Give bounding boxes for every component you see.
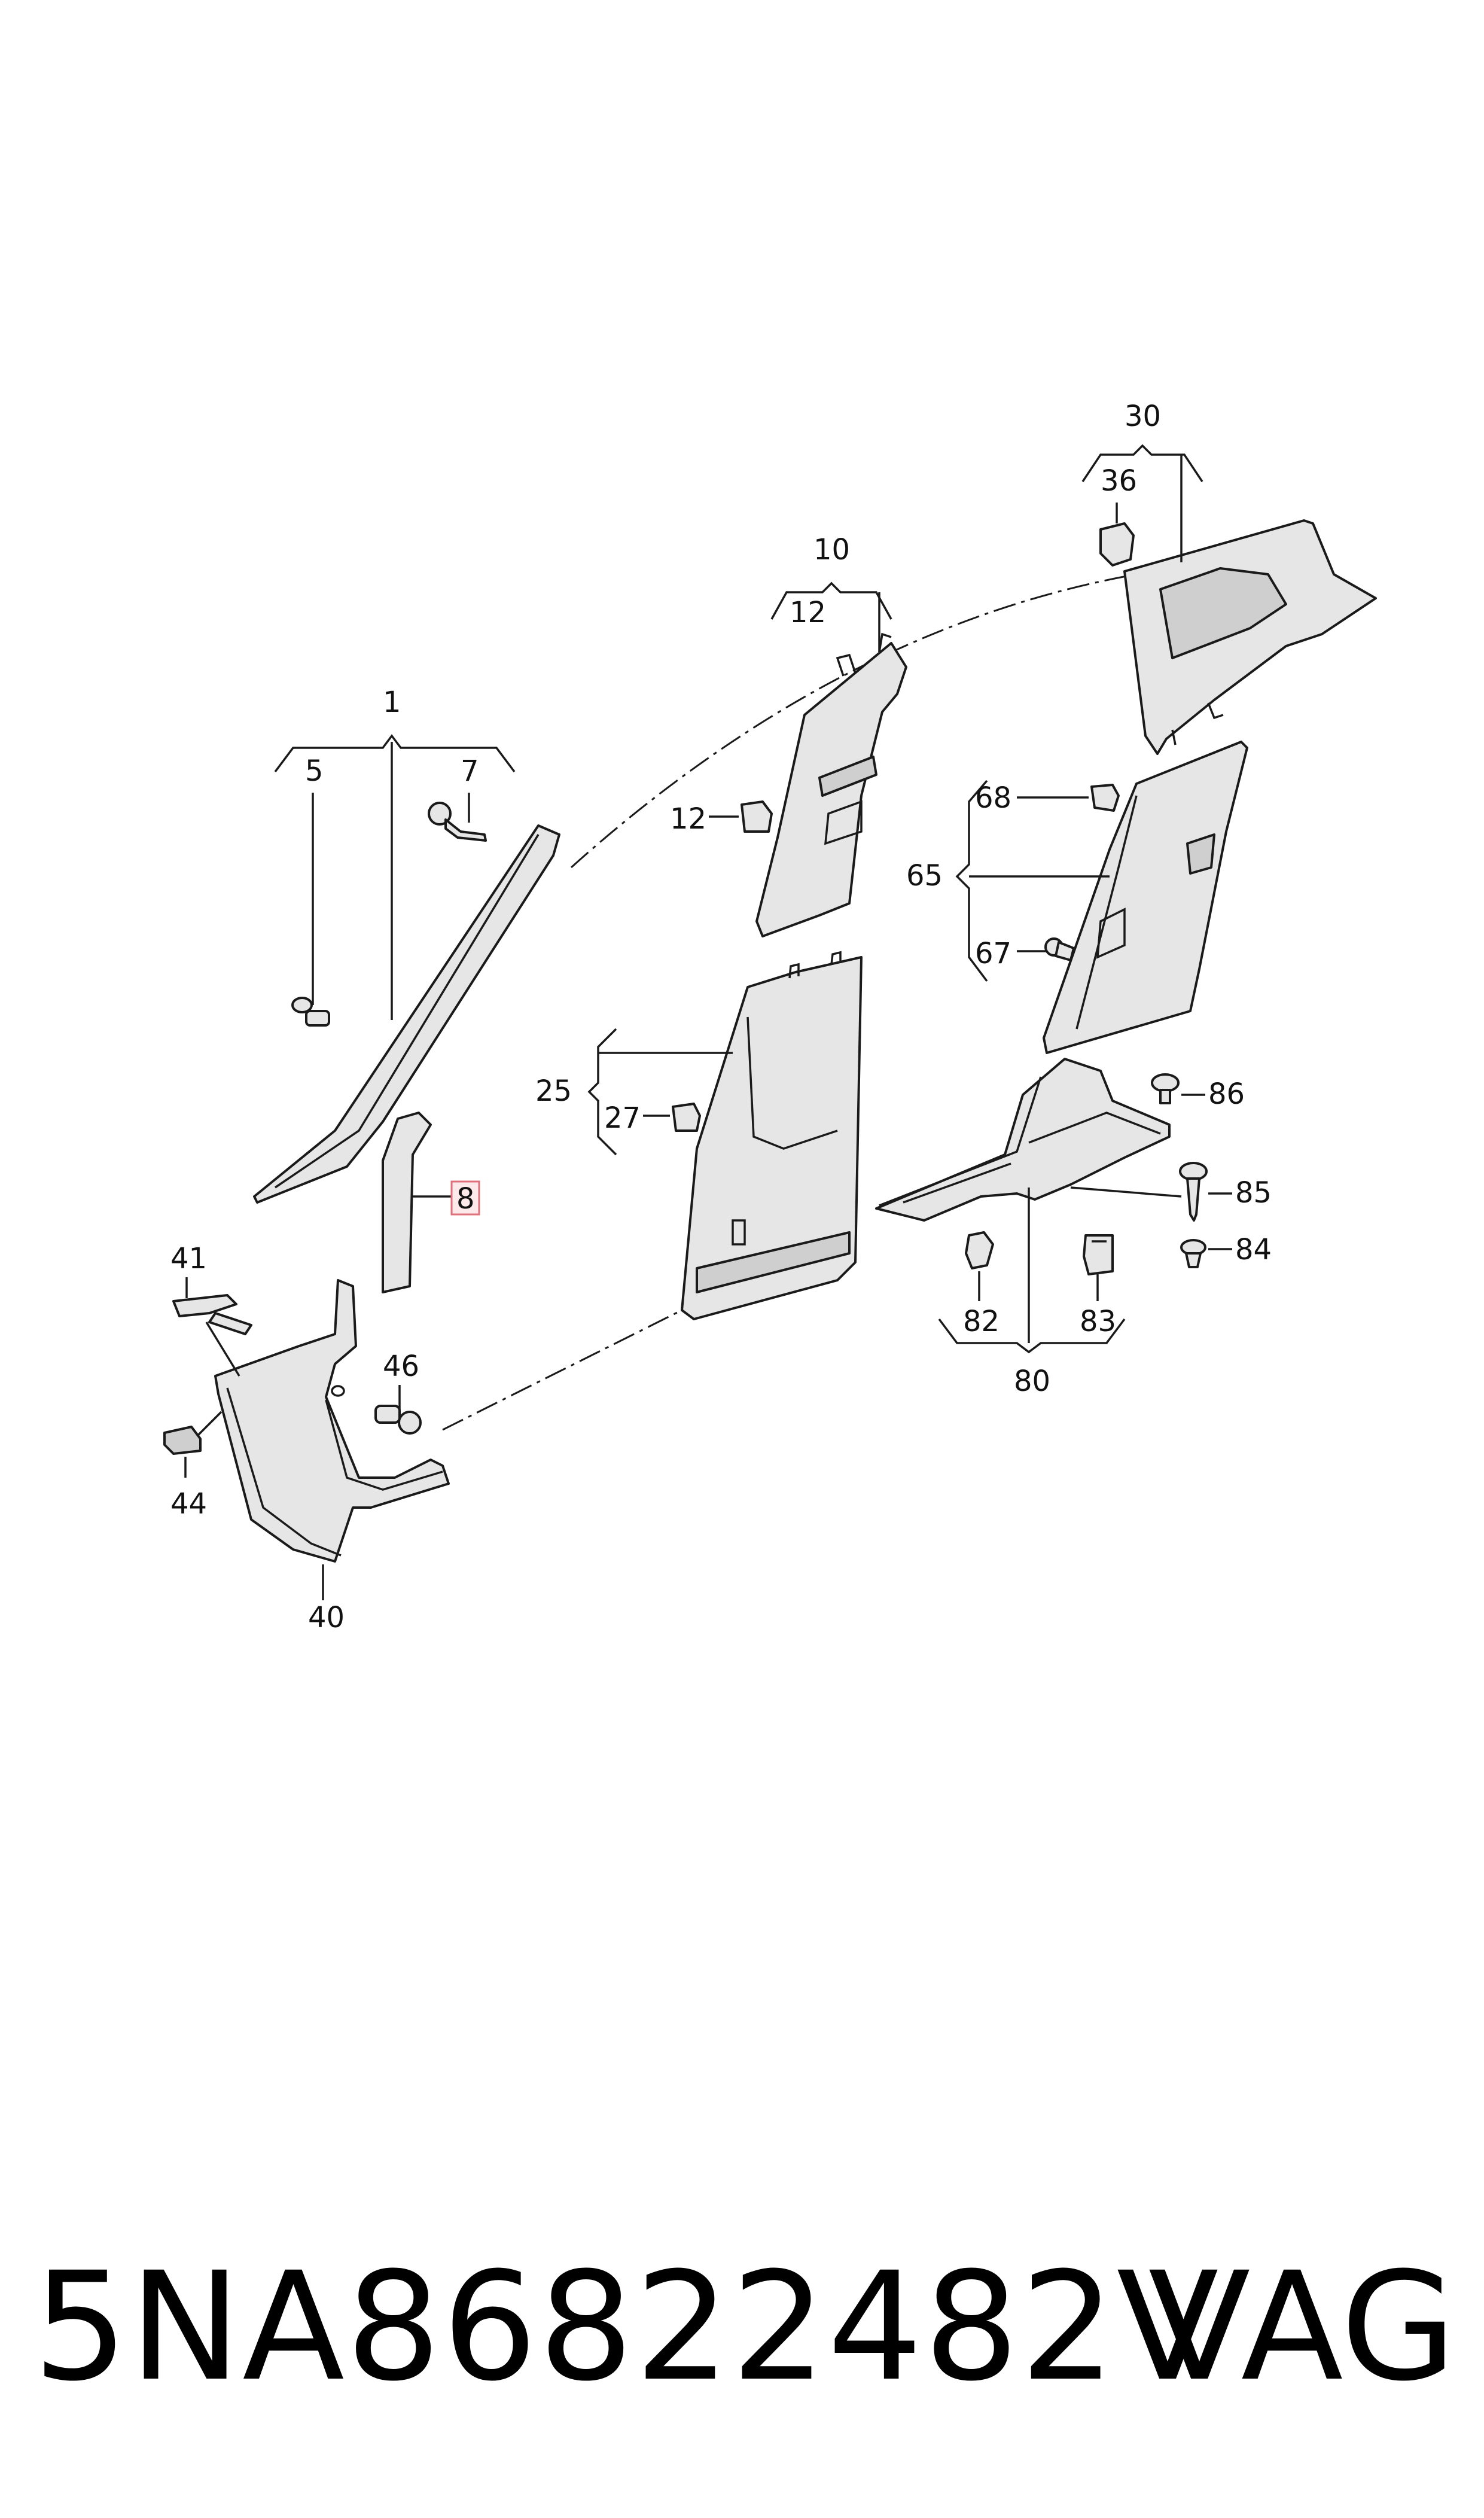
clip-7-icon [428,802,487,842]
callout-25: 25 [535,1074,572,1108]
b-pillar-lower-rib [746,1016,838,1150]
sill-trim-edge [879,1076,1042,1207]
callout-85: 85 [1235,1176,1272,1210]
part-number-footer: 5NA86822482V VAG [33,2249,1456,2405]
b-pillar-slot [824,800,863,845]
callout-36: 36 [1101,464,1137,498]
bracket-10 [770,581,892,620]
screw-5-icon [291,997,330,1027]
c-pillar-lower-pocket [1186,833,1215,875]
c-pillar-window [1159,567,1287,659]
c-pillar-lower-rib [1075,795,1138,1030]
callout-8-highlight[interactable] [450,1180,480,1216]
callout-84: 84 [1235,1233,1272,1266]
c-pillar-lower-65 [1043,741,1248,1054]
b-pillar-lower-slot [732,1219,746,1246]
callout-5: 5 [305,754,324,788]
brand-label: VAG [1148,2240,1456,2414]
sill-trim-step [1028,1112,1161,1144]
c-pillar-upper-30 [1123,519,1377,755]
callout-8[interactable]: 8 [456,1182,475,1216]
a-pillar-trim [253,824,560,1204]
trim-strip-8 [382,1112,432,1293]
callout-46: 46 [383,1350,419,1383]
bracket-65 [955,780,988,982]
clip-36-icon [1099,522,1135,567]
leader-41b [205,1322,240,1377]
callout-1: 1 [383,686,401,719]
callout-65: 65 [906,859,943,893]
callout-12a: 12 [790,596,826,629]
roofline-lower [442,1309,682,1431]
callout-7: 7 [461,754,479,788]
clip-67-icon [1044,937,1075,961]
callout-10: 10 [813,533,850,567]
b-pillar-lower-tabs [788,951,842,979]
callout-82: 82 [963,1305,1000,1338]
callout-44: 44 [170,1487,207,1521]
part-number: 5NA86822482V [33,2240,1220,2414]
clip-44-icon [163,1426,202,1455]
screw-85-icon [1179,1162,1208,1222]
b-pillar-lower-25 [681,956,863,1320]
callout-86: 86 [1208,1077,1245,1111]
bracket-30 [1081,444,1203,482]
b-pillar-lower-step [696,1231,851,1293]
clip-12-icon [741,800,773,833]
footwell-trim-hole [331,1385,345,1397]
clip-84-icon [1180,1239,1206,1268]
leader-44b [196,1411,223,1437]
footwell-trim-rib [325,1399,443,1491]
clip-27-icon [672,1103,701,1132]
screw-86-icon [1151,1073,1180,1104]
bracket-1 [274,734,516,773]
callout-40: 40 [308,1601,345,1634]
leader-85b [1070,1186,1182,1198]
sill-trim-groove [903,1162,1011,1204]
callout-67: 67 [975,937,1011,970]
c-pillar-clips [1171,702,1224,745]
callout-12b: 12 [670,802,706,836]
callout-80: 80 [1014,1365,1050,1398]
bracket-25 [587,1028,617,1156]
clip-82-icon [965,1231,994,1269]
footwell-trim-inner [226,1387,342,1557]
callout-83: 83 [1080,1305,1116,1338]
b-pillar-handle [818,756,877,797]
callout-30: 30 [1125,400,1161,433]
roofline-upper [570,573,1137,869]
callout-41: 41 [170,1242,207,1275]
clip-83-icon [1083,1234,1114,1275]
clip-46-icon [374,1405,422,1435]
bracket-80 [938,1318,1126,1354]
c-pillar-lower-step [1096,908,1126,959]
callout-27: 27 [604,1101,641,1135]
a-pillar-trim-edge [275,834,540,1189]
clip-41-icon [172,1294,252,1335]
callout-68: 68 [975,781,1011,815]
clip-68-icon [1090,784,1120,812]
